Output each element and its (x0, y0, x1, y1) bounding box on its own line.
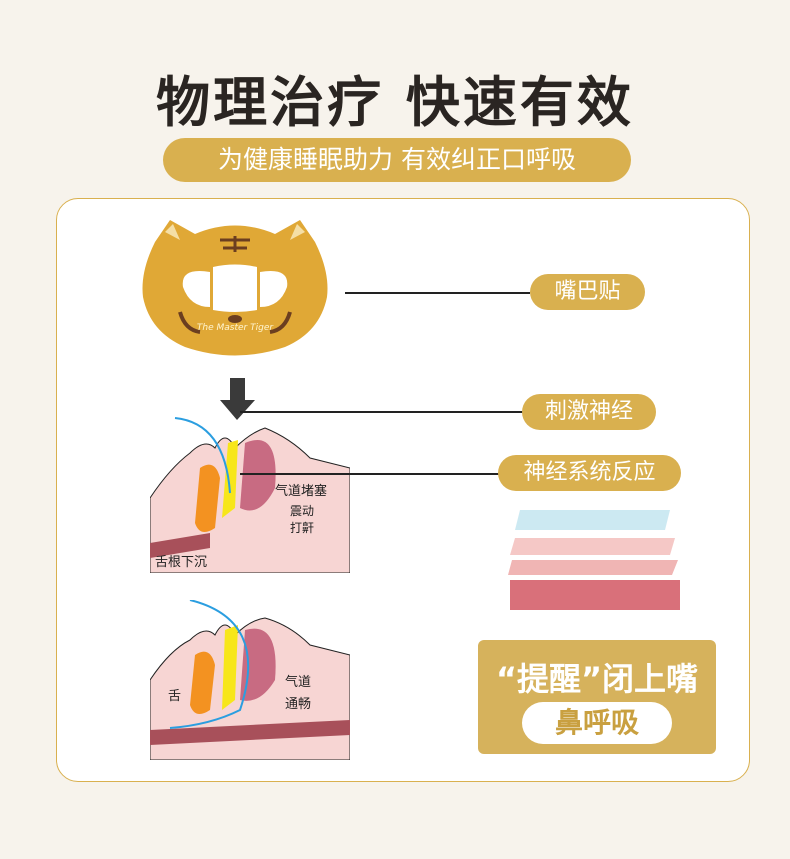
brand-logo-text: The Master Tiger (197, 323, 274, 333)
subtitle-badge: 为健康睡眠助力 有效纠正口呼吸 (163, 138, 631, 182)
tiger-mouth-tape-image: The Master Tiger (142, 220, 328, 356)
page-title: 物理治疗 快速有效 (156, 71, 634, 134)
label-tongue-sinking: 舌根下沉 (155, 555, 207, 570)
cta-nasal-breathing: 鼻呼吸 (522, 702, 672, 744)
callout-nervous-response: 神经系统反应 (498, 455, 681, 491)
skin-layers-image (508, 510, 680, 610)
blocked-airway-diagram: 气道堵塞 震动 打鼾 舌根下沉 (150, 378, 350, 573)
label-snoring: 打鼾 (290, 520, 314, 535)
open-airway-diagram: 舌 气道 通畅 (150, 600, 350, 760)
label-clear: 通畅 (285, 697, 311, 712)
callout-stimulate-nerve: 刺激神经 (522, 394, 656, 430)
remind-nasal-breathing-box: “提醒”闭上嘴 鼻呼吸 (478, 640, 716, 754)
label-airway-blocked: 气道堵塞 (275, 483, 327, 499)
label-vibration: 震动 (290, 504, 314, 518)
label-tongue: 舌 (168, 689, 181, 704)
callout-mouth-tape: 嘴巴贴 (530, 274, 645, 310)
cta-remind-close-mouth: “提醒”闭上嘴 (495, 660, 699, 698)
label-airway: 气道 (285, 674, 311, 690)
